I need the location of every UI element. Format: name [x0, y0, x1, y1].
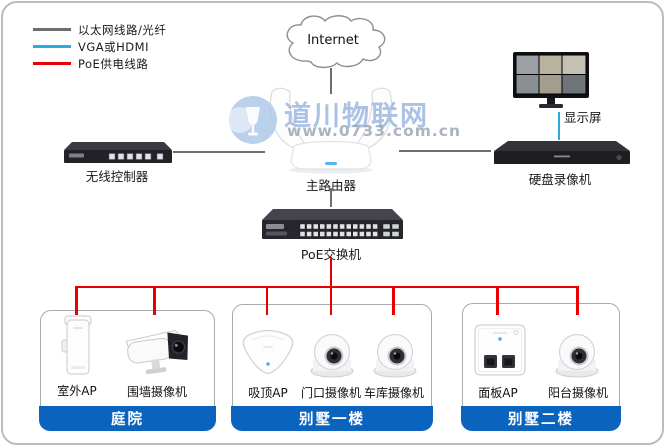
wall-camera-label: 围墙摄像机: [126, 385, 187, 399]
surveillance-grid: [515, 54, 587, 95]
controller-label: 无线控制器: [85, 169, 149, 184]
poe-bus-line: [75, 285, 580, 288]
poe-line-swatch: [33, 62, 71, 65]
bullet-camera-icon: [125, 329, 189, 375]
poe-switch-icon: [262, 209, 403, 239]
line-controller-router: [173, 151, 265, 154]
drop-outdoor-ap: [75, 286, 78, 315]
dvr-icon: [494, 141, 630, 164]
drop-wall-camera: [153, 286, 156, 315]
balcony-camera-icon: [555, 333, 599, 378]
drop-garage-camera: [392, 286, 395, 315]
line-internet-router: [330, 68, 333, 94]
internet-label: Internet: [307, 33, 359, 48]
legend-item-ethernet: 以太网线路/光纤: [33, 21, 166, 38]
legend-item-vga-hdmi: VGA或HDMI: [33, 38, 166, 55]
garage-camera-label: 车库摄像机: [363, 386, 424, 400]
panel-ap-icon: [474, 324, 526, 376]
vga-hdmi-line-swatch: [33, 45, 71, 48]
router-label: 主路由器: [305, 178, 356, 193]
legend-label: PoE供电线路: [78, 56, 149, 71]
legend: 以太网线路/光纤 VGA或HDMI PoE供电线路: [33, 21, 166, 72]
line-router-switch: [330, 188, 333, 207]
outdoor-ap-label: 室外AP: [57, 384, 97, 398]
panel-ap-label: 面板AP: [478, 386, 518, 400]
display-monitor-icon: [513, 52, 589, 108]
legend-label: VGA或HDMI: [78, 39, 149, 54]
wireless-controller-icon: [64, 142, 172, 163]
outdoor-ap-icon: [61, 315, 92, 375]
drop-panel-ap: [496, 286, 499, 315]
balcony-camera-label: 阳台摄像机: [547, 386, 608, 400]
cloud-icon: [286, 15, 386, 69]
door-camera-icon: [310, 333, 354, 378]
main-router-icon: [269, 87, 393, 174]
line-display-dvr: [558, 112, 561, 140]
group-villa-second-floor-title: 别墅二楼: [461, 405, 621, 431]
ceiling-ap-icon: [242, 329, 294, 375]
internet-cloud: Internet: [277, 13, 389, 71]
drop-ceiling-ap: [265, 286, 269, 315]
legend-item-poe: PoE供电线路: [33, 55, 166, 72]
drop-balcony-camera: [576, 286, 579, 315]
legend-label: 以太网线路/光纤: [78, 22, 167, 37]
drop-door-camera: [329, 286, 333, 315]
line-switch-bus: [329, 257, 333, 286]
ceiling-ap-label: 吸顶AP: [248, 386, 288, 400]
group-villa-first-floor-title: 别墅一楼: [231, 405, 433, 431]
ethernet-line-swatch: [33, 28, 71, 31]
dvr-label: 硬盘录像机: [528, 172, 592, 187]
group-courtyard-title: 庭院: [39, 405, 216, 431]
line-router-dvr: [399, 150, 491, 153]
switch-label: PoE交换机: [300, 247, 362, 262]
door-camera-label: 门口摄像机: [300, 386, 361, 400]
garage-camera-icon: [373, 333, 417, 378]
display-label: 显示屏: [564, 110, 602, 125]
